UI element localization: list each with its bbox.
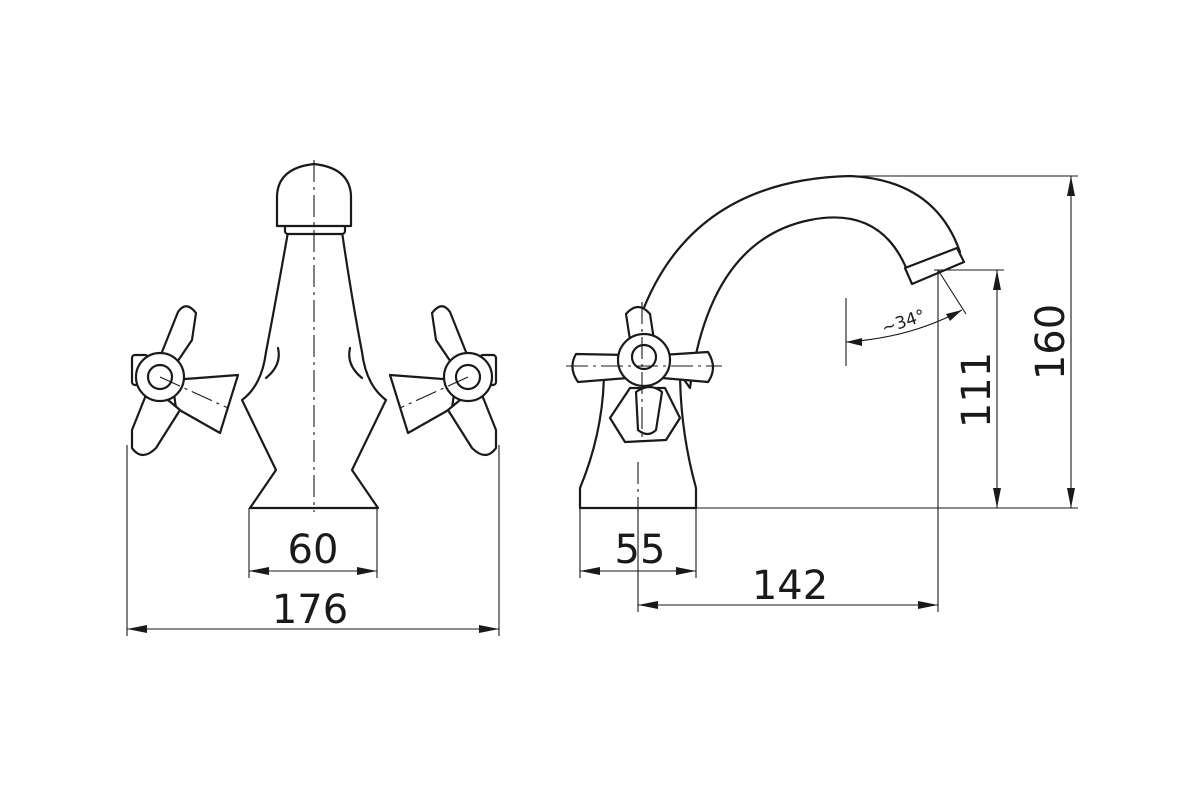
label-142: 142 <box>752 563 828 609</box>
label-160: 160 <box>1028 304 1074 380</box>
dim-side-spout-reach: 142 <box>637 508 938 612</box>
front-right-handle <box>388 305 498 457</box>
front-right-handle-axis <box>399 376 469 409</box>
dim-front-base-width: 60 <box>248 508 378 578</box>
label-176: 176 <box>272 587 348 633</box>
side-view: ~34° 55 142 111 <box>566 174 1078 612</box>
label-angle: ~34° <box>879 306 927 339</box>
dim-side-overall-height: 160 <box>1028 176 1075 508</box>
front-left-handle <box>130 305 240 457</box>
angle-indicator: ~34° <box>845 269 967 366</box>
side-aerator <box>903 246 966 286</box>
front-view: 60 176 <box>126 160 500 636</box>
front-left-handle-axis <box>159 376 229 409</box>
label-60: 60 <box>288 527 339 573</box>
label-55: 55 <box>615 527 666 573</box>
label-111: 111 <box>954 352 1000 428</box>
dim-front-overall-width: 176 <box>126 445 500 636</box>
dim-side-base-depth: 55 <box>579 508 697 578</box>
dim-side-outlet-height: 111 <box>954 270 1001 508</box>
